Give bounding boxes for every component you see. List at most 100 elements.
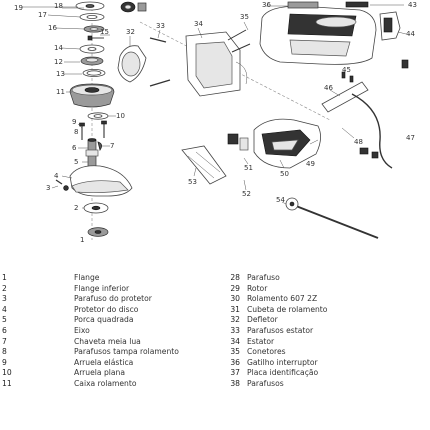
part-number: 1: [2, 273, 7, 282]
legend-row: 29 Rotor: [210, 284, 327, 295]
callout-5: 5: [74, 158, 78, 166]
callout-19: 19: [14, 4, 23, 12]
legend-row: 1 Flange: [2, 273, 179, 284]
callout-16: 16: [48, 24, 57, 32]
callout-52: 52: [242, 190, 251, 198]
part-lower-flange: [83, 202, 109, 214]
callout-11: 11: [56, 88, 65, 96]
part-small-bolt: [87, 35, 104, 41]
part-washer-14: [79, 44, 105, 54]
callout-1: 1: [80, 236, 84, 244]
part-number: 30: [230, 294, 240, 304]
part-cable-sleeve: [321, 81, 369, 113]
part-spanner-wrench: [285, 197, 379, 239]
part-label: Flange: [74, 273, 100, 282]
part-number: 8: [2, 347, 7, 357]
part-number: 32: [230, 315, 240, 325]
legend-row: 31 Cubeta de rolamento: [210, 305, 327, 316]
callout-13: 13: [56, 70, 65, 78]
part-label: Rotor: [247, 283, 268, 293]
part-number: 31: [230, 304, 240, 314]
legend-row: 37 Placa identificação: [210, 368, 327, 379]
part-number: 38: [230, 378, 240, 388]
part-spindle: [85, 138, 99, 171]
part-label: Parafusos estator: [247, 325, 314, 335]
callout-17: 17: [38, 11, 47, 19]
legend-row: 38 Parafusos: [210, 379, 327, 390]
part-stator: [185, 29, 251, 97]
part-screws-8: [79, 120, 107, 140]
part-half-moon-key: [97, 141, 102, 151]
part-motor-housing: [259, 5, 377, 65]
part-bearing-housing: [69, 83, 115, 108]
callout-12: 12: [54, 58, 63, 66]
part-flange: [87, 227, 109, 237]
part-side-handle: [181, 145, 227, 185]
part-number: 34: [230, 336, 240, 346]
part-number: 11: [2, 378, 12, 388]
part-number: 7: [2, 336, 7, 346]
legend-row: 6 Eixo: [2, 326, 179, 337]
callout-45: 45: [342, 66, 351, 74]
part-label: Cubeta de rolamento: [247, 304, 328, 314]
callout-53: 53: [188, 178, 197, 186]
part-label: Flange inferior: [74, 283, 130, 293]
part-label: Parafusos: [247, 378, 284, 388]
callout-49: 49: [306, 160, 315, 168]
part-spring-washer: [79, 13, 105, 21]
legend-row: 8 Parafusos tampa rolamento: [2, 347, 179, 358]
part-rotor-shaft: [149, 37, 171, 87]
callout-15: 15: [100, 28, 109, 36]
part-number: 35: [230, 347, 240, 357]
part-label: Eixo: [74, 325, 90, 335]
callout-6: 6: [72, 144, 77, 152]
part-number: 37: [230, 368, 240, 378]
callout-47: 47: [406, 134, 415, 142]
part-number: 10: [2, 368, 12, 378]
legend-row: 33 Parafusos estator: [210, 326, 327, 337]
part-label: Estator: [247, 336, 275, 346]
part-number: 33: [230, 325, 240, 335]
part-label: Parafusos tampa rolamento: [74, 347, 179, 357]
callout-36: 36: [262, 1, 271, 9]
legend-row: 7 Chaveta meia lua: [2, 337, 179, 348]
part-flange-nut-top: [75, 1, 105, 11]
callout-4: 4: [54, 172, 59, 180]
part-bearing-12: [80, 56, 104, 66]
exploded-parts-diagram: 19 17 18 16 15 14 12 13 11 10 9 8 7 6 5 …: [14, 1, 417, 244]
callout-48: 48: [354, 138, 363, 146]
exploded-view-drawing: 19 17 18 16 15 14 12 13 11 10 9 8 7 6 5 …: [14, 1, 417, 244]
callout-7: 7: [110, 142, 114, 150]
part-number: 36: [230, 357, 240, 367]
callout-33: 33: [156, 22, 165, 30]
part-guard-screw: [55, 179, 63, 185]
part-small-screws-45: [341, 59, 409, 83]
part-label: Protetor do disco: [74, 304, 139, 314]
part-number: 3: [2, 294, 7, 304]
callout-35: 35: [240, 13, 249, 21]
callout-46: 46: [324, 84, 333, 92]
callout-34: 34: [194, 20, 203, 28]
part-number: 29: [230, 283, 240, 293]
part-label: Porca quadrada: [74, 315, 134, 325]
part-switch-trigger: [287, 1, 369, 9]
part-top-bearing-assembly: [120, 1, 147, 13]
callout-51: 51: [244, 164, 253, 172]
part-label: Conetores: [247, 347, 286, 357]
part-number: 9: [2, 357, 7, 367]
callout-8: 8: [74, 128, 78, 136]
part-end-cap: [379, 11, 401, 41]
part-label: Chaveta meia lua: [74, 336, 141, 346]
part-ring-13: [82, 69, 106, 78]
callout-18: 18: [54, 2, 63, 10]
part-label: Placa identificação: [247, 368, 319, 378]
part-number: 6: [2, 325, 7, 335]
